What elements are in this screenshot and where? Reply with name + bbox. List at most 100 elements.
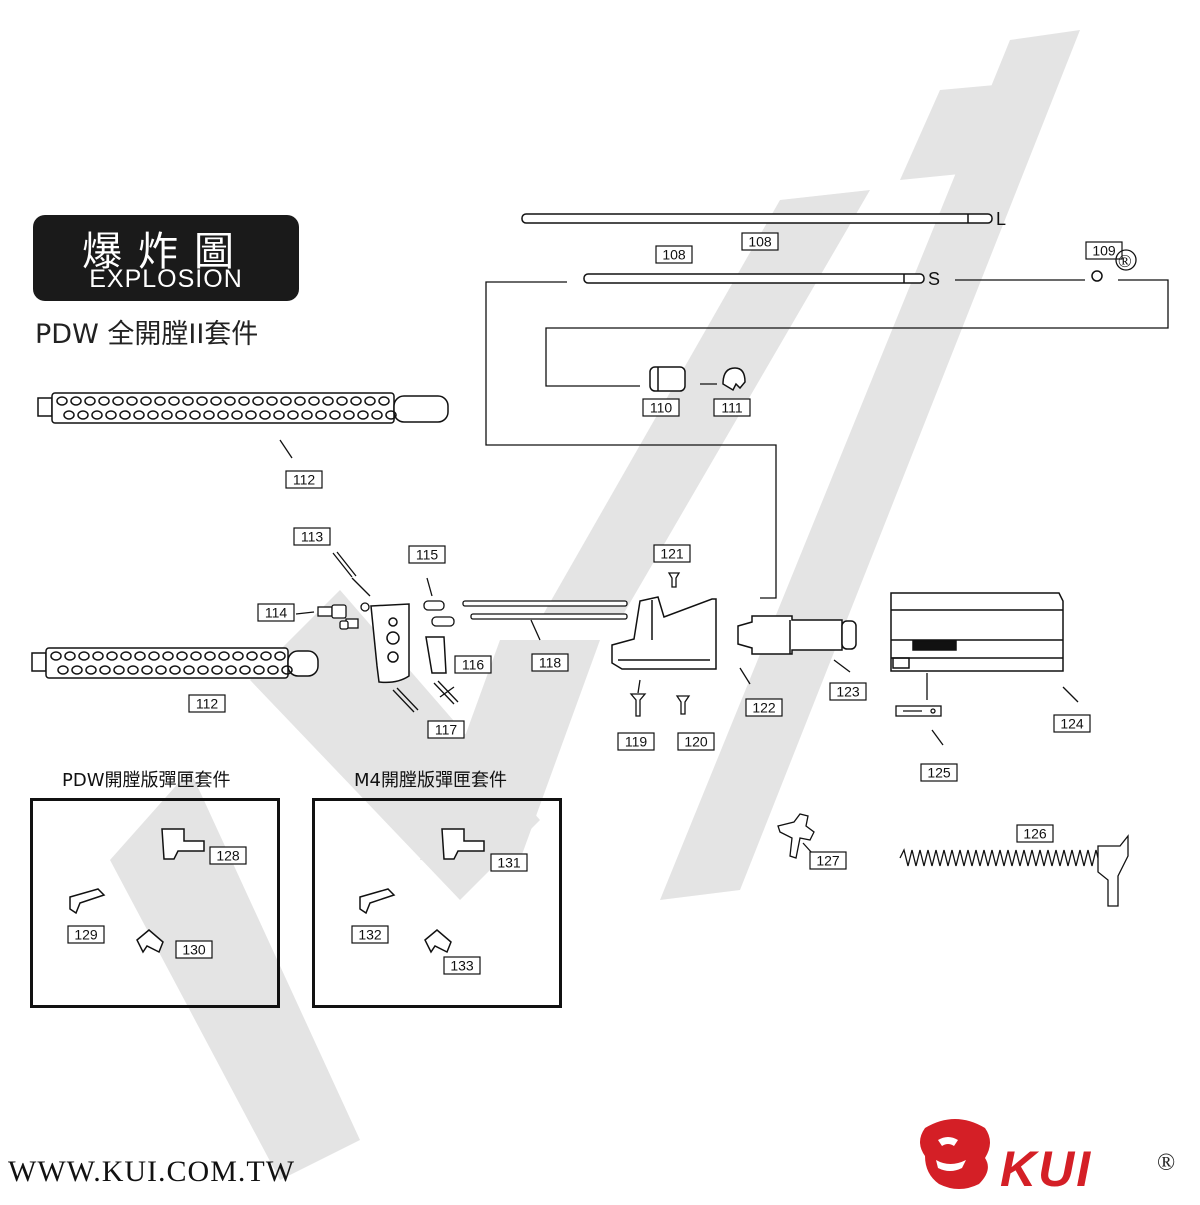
barrel-hole [260,651,272,661]
watermark-stroke-5 [420,640,600,860]
part-number-label: 110 [650,400,673,416]
part-label-frame [293,527,331,546]
gearbox-part [890,592,1064,672]
barrel-hole [175,410,187,420]
barrel-hole [141,665,153,675]
barrel-hole [252,396,264,406]
barrel-hole [225,665,237,675]
part-label-frame [257,603,295,622]
barrel-hole [218,651,230,661]
part-number-label: 111 [721,400,742,416]
barrel-hole [364,396,376,406]
receiver-housing-part [611,596,717,670]
barrel-hole [78,651,90,661]
barrel-hole [378,396,390,406]
barrel-hole [287,410,299,420]
explosion-title-box: 爆炸圖 EXPLOSION [33,215,299,301]
part-label-frame [741,232,779,251]
part-number-label: 117 [435,722,458,738]
barrel-hole [176,651,188,661]
barrel-hole [315,410,327,420]
barrel-hole [224,396,236,406]
part-number-label: 132 [358,927,382,943]
barrel-hole [57,665,69,675]
part-label-box: 108 [655,245,693,264]
barrel-hole [385,410,397,420]
barrel-hole [294,396,306,406]
part-number-label: 130 [182,942,206,958]
part-number-label: 116 [462,657,485,673]
part-label-box: 126 [1016,824,1054,843]
barrel-hole [92,651,104,661]
part-label-box: 112 [188,694,226,713]
guide-rod-parts [462,600,628,620]
part-number-label: 133 [450,958,474,974]
brand-registered-mark: ® [1157,1150,1176,1176]
part-number-label: 118 [539,655,562,671]
barrel-hole [280,396,292,406]
part-label-frame [920,763,958,782]
barrel-hole [239,665,251,675]
barrel-hole [168,396,180,406]
barrel-hole [99,665,111,675]
part-label-box: 120 [677,732,715,751]
barrel-hole [329,410,341,420]
part-number-label: 127 [816,853,840,869]
part-label-frame [188,694,226,713]
leader-lines [279,439,1079,854]
barrel-hole [91,410,103,420]
part-label-frame [617,732,655,751]
part-number-label: 108 [748,234,772,250]
part-label-frame [745,698,783,717]
part-label-box: 109 [1085,241,1123,260]
barrel-hole [162,651,174,661]
barrel-hole [357,410,369,420]
barrel-hole [64,651,76,661]
screw-parts [629,572,691,717]
barrel-hole [154,396,166,406]
front-block-part [370,603,447,684]
barrel-hole [203,410,215,420]
part-label-box: 108 [741,232,779,251]
part-label-box: 123 [829,682,867,701]
part-label-box: 117 [427,720,465,739]
part-label-box: 110 [642,398,680,417]
bolt-assembly-part [737,615,857,655]
ring-part [1091,270,1103,282]
part-label-box: 122 [745,698,783,717]
leader-line [1062,686,1079,703]
rod-marker-long: L [996,209,1006,229]
barrel-hole [56,396,68,406]
barrel-hole [148,651,160,661]
barrel-hole [232,651,244,661]
website-url[interactable]: WWW.KUI.COM.TW [8,1155,296,1188]
barrel-hole [246,651,258,661]
leader-line [833,659,851,673]
part-label-frame [1016,824,1054,843]
part-label-frame [655,245,693,264]
leader-line [802,842,813,854]
part-label-box: 128 [209,846,247,865]
leader-line [931,729,944,746]
part-label-box: 118 [531,653,569,672]
part-number-label: 108 [662,247,686,263]
barrel-hole [120,651,132,661]
leader-line [279,439,293,459]
recoil-spring-part [899,834,1129,907]
part-label-frame [829,682,867,701]
barrel-hole [196,396,208,406]
kui-lion-logo [920,1119,990,1189]
part-label-box: 115 [408,545,446,564]
rod-long [521,213,993,224]
barrel-hole [266,396,278,406]
part-label-box: 127 [809,851,847,870]
barrel-hole [50,651,62,661]
barrel-hole [70,396,82,406]
barrel-hole [182,396,194,406]
barrel-hole [161,410,173,420]
barrel-hole [112,396,124,406]
barrel-hole [273,410,285,420]
part-label-box: 130 [175,940,213,959]
